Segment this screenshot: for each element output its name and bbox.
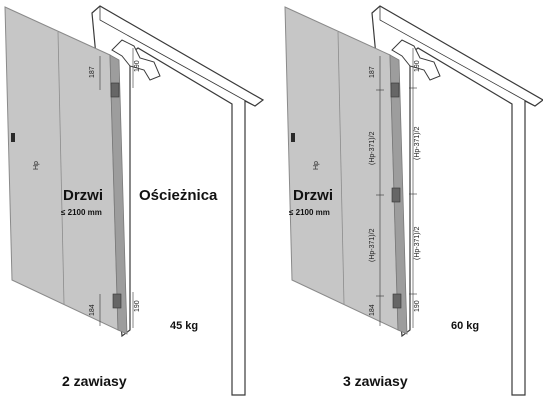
left-door-leaf: [4, 6, 119, 331]
right-door-leaf: [284, 6, 399, 331]
left-dim-top-b: 190: [134, 60, 141, 72]
right-door-title: Drzwi: [293, 187, 333, 204]
right-door-frame: [371, 5, 543, 396]
left-weight: 45 kg: [170, 320, 198, 332]
left-door-thickness: [109, 54, 128, 335]
right-weight: 60 kg: [451, 320, 479, 332]
right-hinge-bottom: [392, 293, 402, 309]
right-frame-inner-edge: [379, 6, 536, 107]
right-dim-bot-b: 190: [414, 300, 421, 312]
left-frame-label: Ościeżnica: [139, 187, 218, 204]
right-dim-mid-1: (Hp-371)/2: [369, 131, 376, 165]
left-dim-bot-a: 184: [89, 304, 96, 316]
left-door-sub: ≤ 2100 mm: [61, 208, 102, 217]
left-door-frame: [91, 5, 265, 396]
right-dim-mid-2: (Hp-371)/2: [414, 126, 421, 160]
right-dim-mid-3: (Hp-371)/2: [369, 228, 376, 262]
left-height-label: Hp: [33, 161, 40, 170]
left-frame-profile: [111, 39, 161, 81]
left-assembly: 187 190 184 190 Hp Drzwi ≤ 2100 mm Oście…: [4, 5, 265, 396]
right-caption: 3 zawiasy: [343, 373, 408, 389]
right-dim-top-b: 190: [414, 60, 421, 72]
right-assembly: 187 190 (Hp-371)/2 (Hp-371)/2 (Hp-371)/2…: [284, 5, 543, 396]
left-lock-icon: [11, 133, 15, 142]
right-frame-profile: [391, 39, 441, 81]
left-hinge-top: [110, 82, 120, 98]
left-dim-bot-b: 190: [134, 300, 141, 312]
right-lock-icon: [291, 133, 295, 142]
left-frame-inner-edge: [99, 6, 256, 107]
right-dim-bot-a: 184: [369, 304, 376, 316]
right-door-seam: [337, 31, 345, 305]
left-hinge-bottom: [112, 293, 122, 309]
right-dim-mid-4: (Hp-371)/2: [414, 226, 421, 260]
right-hinge-top: [390, 82, 400, 98]
right-door-sub: ≤ 2100 mm: [289, 208, 330, 217]
left-door-seam: [57, 31, 65, 305]
right-height-label: Hp: [313, 161, 320, 170]
left-dim-top-a: 187: [89, 66, 96, 78]
right-hinge-middle: [391, 187, 401, 203]
right-dim-top-a: 187: [369, 66, 376, 78]
left-door-title: Drzwi: [63, 187, 103, 204]
left-caption: 2 zawiasy: [62, 373, 127, 389]
